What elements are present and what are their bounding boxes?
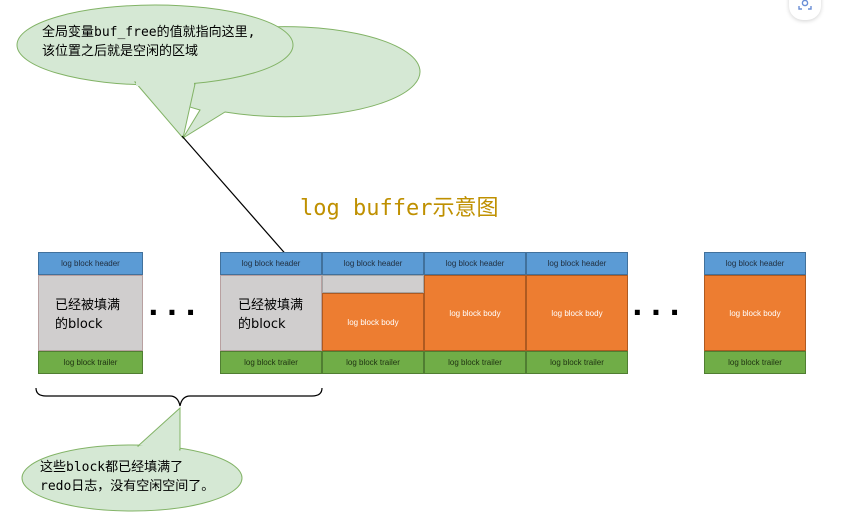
filled-blocks-brace (35, 387, 323, 407)
scan-button[interactable] (789, 0, 821, 20)
ellipsis-left: ... (148, 289, 204, 322)
bottom-callout-tail (136, 406, 181, 451)
diagram-title: log buffer示意图 (300, 196, 499, 221)
block2-header: log block header (220, 252, 322, 275)
block6-trailer: log block trailer (704, 351, 806, 374)
block2-filled-line2: 的block (238, 317, 286, 332)
block2-trailer: log block trailer (220, 351, 322, 374)
top-callout-line2: 该位置之后就是空闲的区域 (42, 44, 199, 59)
block1-header: log block header (38, 252, 143, 275)
block2-filled-label: 已经被填满 的block (238, 296, 303, 334)
block1-filled-line2: 的block (55, 317, 103, 332)
block4-body: log block body (424, 275, 526, 351)
block3-used-portion (322, 275, 424, 293)
block5-trailer: log block trailer (526, 351, 628, 374)
block1-body (38, 275, 143, 351)
block5-header: log block header (526, 252, 628, 275)
ellipsis-right: ... (632, 289, 688, 322)
block4-header: log block header (424, 252, 526, 275)
block4-trailer: log block trailer (424, 351, 526, 374)
block6-header: log block header (704, 252, 806, 275)
top-callout-text: 全局变量buf_free的值就指向这里, 该位置之后就是空闲的区域 (42, 23, 255, 61)
block1-trailer: log block trailer (38, 351, 143, 374)
block2-filled-line1: 已经被填满 (238, 298, 304, 313)
bottom-callout-line1: 这些block都已经填满了 (40, 460, 184, 475)
block3-header: log block header (322, 252, 424, 275)
bottom-callout-ellipse (21, 444, 243, 512)
bottom-callout-text: 这些block都已经填满了 redo日志，没有空闲空间了。 (40, 458, 214, 496)
scan-icon (798, 0, 812, 10)
block1-filled-label: 已经被填满 的block (55, 296, 120, 334)
bottom-callout-line2: redo日志，没有空闲空间了。 (40, 479, 215, 494)
block5-body: log block body (526, 275, 628, 351)
top-callout-tail (133, 81, 196, 140)
block2-body (220, 275, 322, 351)
block3-body: log block body (322, 293, 424, 351)
top-callout-line1: 全局变量buf_free的值就指向这里, (42, 25, 256, 40)
block1-filled-line1: 已经被填满 (55, 298, 121, 313)
block3-trailer: log block trailer (322, 351, 424, 374)
block6-body: log block body (704, 275, 806, 351)
